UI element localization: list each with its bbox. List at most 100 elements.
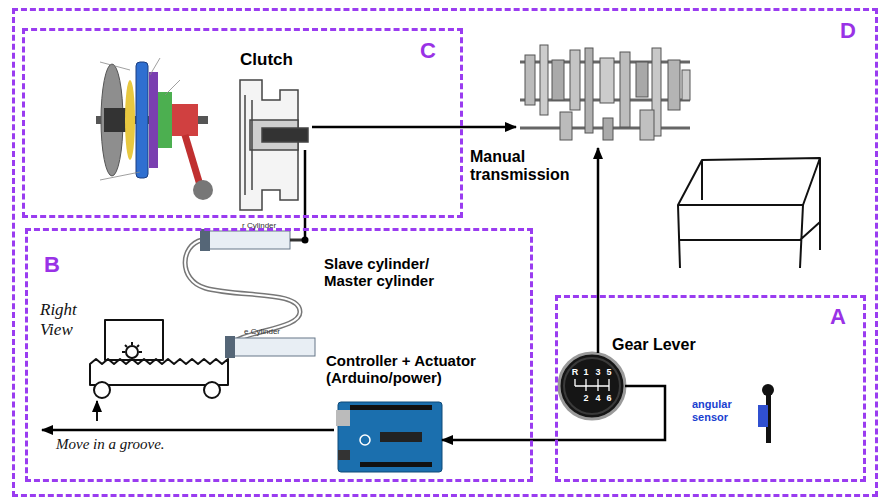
- clutch-section-part: [245, 95, 252, 195]
- arduino-board-part: [338, 402, 442, 472]
- hydraulic-cylinders-part: [185, 240, 300, 347]
- cylinder-part: Slave cylinder/ Master cylinder: [185, 240, 320, 360]
- gear-number-holder: 5: [609, 372, 614, 382]
- flow-arrow: [442, 386, 665, 440]
- arduino-board-part: [360, 462, 432, 467]
- right-view-sketch-part: [105, 320, 163, 360]
- transmission-gears-part: [640, 110, 654, 140]
- clutch-exploded-view-part: [172, 104, 198, 136]
- transmission-gears-part: [682, 70, 690, 100]
- gear-knob-part: [564, 358, 620, 414]
- transmission-gears-part: [540, 45, 548, 115]
- frame-sketch-part: [678, 158, 820, 268]
- clutch-section-part: [262, 128, 308, 142]
- hydraulic-cylinders-part: [230, 338, 315, 356]
- transmission-gears-part: [603, 118, 613, 140]
- hydraulic-cylinders-part: [205, 231, 290, 249]
- handwritten-note-holder: Move in a groove.: [56, 436, 165, 453]
- transmission-gears-part: [570, 50, 580, 110]
- transmission-gears-part: [560, 112, 572, 140]
- arduino-board-part: [336, 410, 350, 426]
- part-heading: Gear Lever: [612, 336, 696, 354]
- transmission-gears-part: [636, 62, 648, 97]
- hydraulic-cylinders-part: [185, 240, 300, 347]
- gear-number-holder: 3: [598, 372, 603, 382]
- part-label: r Cylinder: [242, 221, 276, 230]
- part-heading: Controller + Actuator (Arduino/power): [326, 352, 511, 387]
- gear-knob-part: [559, 353, 625, 419]
- arduino-board-part: [350, 405, 432, 410]
- clutch-section: [240, 80, 308, 210]
- gear-number-holder: R: [575, 372, 582, 382]
- right-view-sketch-part: [90, 359, 228, 385]
- handwritten-note-holder: Right View: [40, 300, 90, 339]
- hydraulic-cylinders-part: [200, 229, 210, 251]
- clutch-exploded-view-part: [149, 72, 158, 168]
- controller-part: Controller + Actuator (Arduino/power): [338, 402, 442, 472]
- part-label: e Cylinder: [244, 327, 280, 336]
- right-view-sketch-part: [126, 346, 138, 358]
- linkage-line: [304, 150, 307, 240]
- region-letter: A: [830, 304, 846, 329]
- clutch-part: Clutch: [228, 48, 312, 150]
- region-box: DCClutchManual transmissionBSlave cylind…: [12, 8, 878, 497]
- part-heading: Manual transmission: [470, 148, 590, 185]
- arduino-board-part: [360, 435, 370, 445]
- sensor-label: angular sensor: [692, 398, 744, 423]
- gear-number-holder: 4: [598, 398, 603, 408]
- right-view-sketch-part: [122, 342, 142, 352]
- gear-knob: [559, 353, 625, 419]
- angular-sensor-symbol-part: [762, 384, 774, 396]
- clutch-exploded-view: [96, 58, 213, 200]
- transmission-gears-part: [552, 60, 564, 100]
- clutch-exploded-view-part: [158, 92, 172, 148]
- transmission-gears-part: [600, 58, 614, 103]
- gear-number: 5: [606, 367, 611, 377]
- right-view-sketch: [90, 320, 228, 421]
- right-view-sketch-part: [204, 382, 220, 398]
- transmission-gears-part: [585, 48, 593, 133]
- arduino-board-part: [380, 432, 422, 442]
- flow-arrow: [312, 126, 516, 129]
- sensor-label-holder: angular sensor: [692, 398, 744, 423]
- region-box: C Clutch: [22, 28, 463, 218]
- transmission-gears: [520, 45, 690, 140]
- right-view-sketch-part: [94, 382, 110, 398]
- angular-sensor-symbol: [758, 384, 774, 443]
- gear-number: 3: [595, 367, 600, 377]
- clutch-exploded-view-part: [185, 135, 200, 185]
- frame-sketch-part: [678, 158, 820, 205]
- controller-to-sketch-arrow: [42, 430, 334, 431]
- gear-number: 4: [595, 393, 600, 403]
- gear-number-holder: 1: [586, 372, 591, 382]
- handwritten-note: Move in a groove.: [56, 436, 165, 453]
- gear-knob-part: [575, 379, 609, 391]
- part-label-holder: e Cylinder: [244, 327, 280, 336]
- frame-sketch: [678, 158, 820, 268]
- clutch-exploded-view-part: [193, 180, 213, 200]
- hydraulic-cylinders: [185, 229, 315, 358]
- flow-arrow: [597, 148, 600, 353]
- right-view-sketch-part: [96, 401, 98, 421]
- angular-sensor-symbol-part: [758, 405, 768, 427]
- region-box: A Gear Lever: [555, 295, 866, 482]
- part-heading: Slave cylinder/ Master cylinder: [324, 255, 459, 290]
- gear-number: 6: [606, 393, 611, 403]
- transmission-part: Manual transmission: [516, 40, 694, 148]
- clutch-exploded-view-part: [136, 62, 148, 178]
- arduino-board-part: [338, 450, 350, 460]
- transmission-gears-part: [525, 55, 535, 105]
- arduino-board: [336, 402, 442, 472]
- region-letter: C: [420, 38, 436, 63]
- clutch-exploded-view-part: [125, 80, 135, 160]
- gear-number-holder: 2: [586, 398, 591, 408]
- part-label-holder: r Cylinder: [242, 221, 276, 230]
- hydraulic-cylinders-part: [225, 336, 235, 358]
- clutch-exploded-view-part: [100, 58, 180, 180]
- region-letter: D: [840, 18, 856, 43]
